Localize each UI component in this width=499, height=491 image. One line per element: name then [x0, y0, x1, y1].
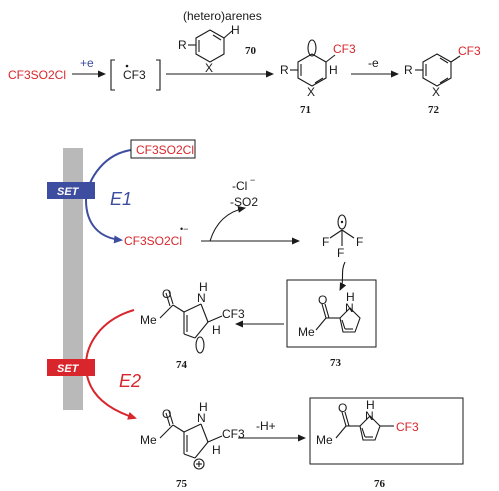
set2-label: SET: [57, 363, 80, 375]
radical-anion: CF3SO2Cl: [124, 234, 182, 248]
substrate-x: X: [205, 61, 213, 75]
radical-f2: F: [356, 235, 363, 249]
cation-me: Me: [140, 433, 157, 447]
oxidation-label: -e: [368, 56, 379, 70]
substrate-ring-70: [188, 29, 233, 63]
product-box: [309, 397, 464, 465]
intermediate-cf3: CF3: [333, 42, 356, 56]
pyrrole-n: N: [345, 301, 354, 315]
pyrrole-carbonyl-o: O: [318, 293, 327, 307]
loss-so2: -SO2: [230, 195, 258, 209]
compound-75: 75: [176, 478, 188, 490]
product-x: X: [432, 85, 440, 99]
cation-h: H: [212, 443, 221, 457]
product-cf3-76: CF3: [396, 420, 419, 434]
compound-74: 74: [176, 359, 188, 371]
product-76: [335, 411, 394, 441]
cf3-radical: CF3: [123, 68, 146, 82]
pyrrole-nh: H: [346, 290, 355, 304]
product-cf3: CF3: [458, 44, 481, 58]
adduct-h: H: [212, 323, 221, 337]
product-nh: H: [366, 398, 375, 412]
cation-carbonyl-o: O: [162, 407, 171, 421]
compound-76: 76: [374, 478, 386, 490]
intermediate-r: R: [280, 63, 289, 77]
step1-label: E1: [110, 189, 132, 209]
compound-72: 72: [428, 104, 440, 116]
radical-attack-arrow: [339, 261, 347, 291]
boxed-reagent: CF3SO2Cl: [136, 143, 194, 157]
adduct-me: Me: [140, 313, 157, 327]
substrate-label: (hetero)arenes: [183, 9, 262, 23]
intermediate-h: H: [329, 63, 338, 77]
compound-70: 70: [245, 45, 257, 57]
cation-cf3: CF3: [222, 427, 245, 441]
adduct-carbonyl-o: O: [162, 287, 171, 301]
product-n: N: [365, 409, 374, 423]
intermediate-ring-71: [290, 39, 336, 87]
radical-dot: [125, 64, 129, 68]
loss-chloride: -Cl: [232, 179, 247, 193]
cation-75: [159, 410, 223, 470]
compound-73: 73: [330, 357, 342, 369]
product-r: R: [404, 63, 413, 77]
reagent-cf3so2cl: CF3SO2Cl: [8, 68, 66, 82]
radical-f1: F: [322, 235, 329, 249]
product-me: Me: [316, 433, 333, 447]
cf3-radical-structure: [329, 214, 355, 246]
adduct-n: N: [197, 291, 206, 305]
set1-label: SET: [57, 186, 80, 198]
set2-badge: [47, 359, 95, 376]
substrate-r: R: [178, 38, 187, 52]
reagent-box: [130, 139, 196, 159]
substrate-h: H: [231, 23, 240, 37]
electrode-bar: [63, 148, 83, 410]
bracket-left: [110, 59, 115, 91]
set1-badge: [47, 182, 95, 199]
intermediate-x: X: [307, 85, 315, 99]
compound-71: 71: [300, 104, 311, 116]
adduct-nh: H: [199, 280, 208, 294]
adduct-cf3: CF3: [222, 307, 245, 321]
product-carbonyl-o: O: [338, 401, 347, 415]
deprotonation-label: -H+: [256, 419, 276, 433]
bracket-right: [156, 59, 161, 91]
chloride-charge: −: [250, 175, 255, 185]
set1-arrow: [84, 149, 132, 244]
radical-adduct-74: [159, 290, 223, 354]
radical-f3: F: [337, 246, 344, 260]
pyrrole-me: Me: [298, 325, 315, 339]
cation-n: N: [197, 411, 206, 425]
reduction-label: +e: [80, 56, 94, 70]
pyrrole-73: [315, 303, 361, 333]
loss-curve: [209, 205, 246, 242]
step2-label: E2: [119, 371, 141, 391]
pyrrole-box: [286, 279, 377, 348]
cation-nh: H: [199, 400, 208, 414]
radical-anion-charge: •−: [180, 224, 188, 234]
product-ring-72: [415, 53, 461, 87]
